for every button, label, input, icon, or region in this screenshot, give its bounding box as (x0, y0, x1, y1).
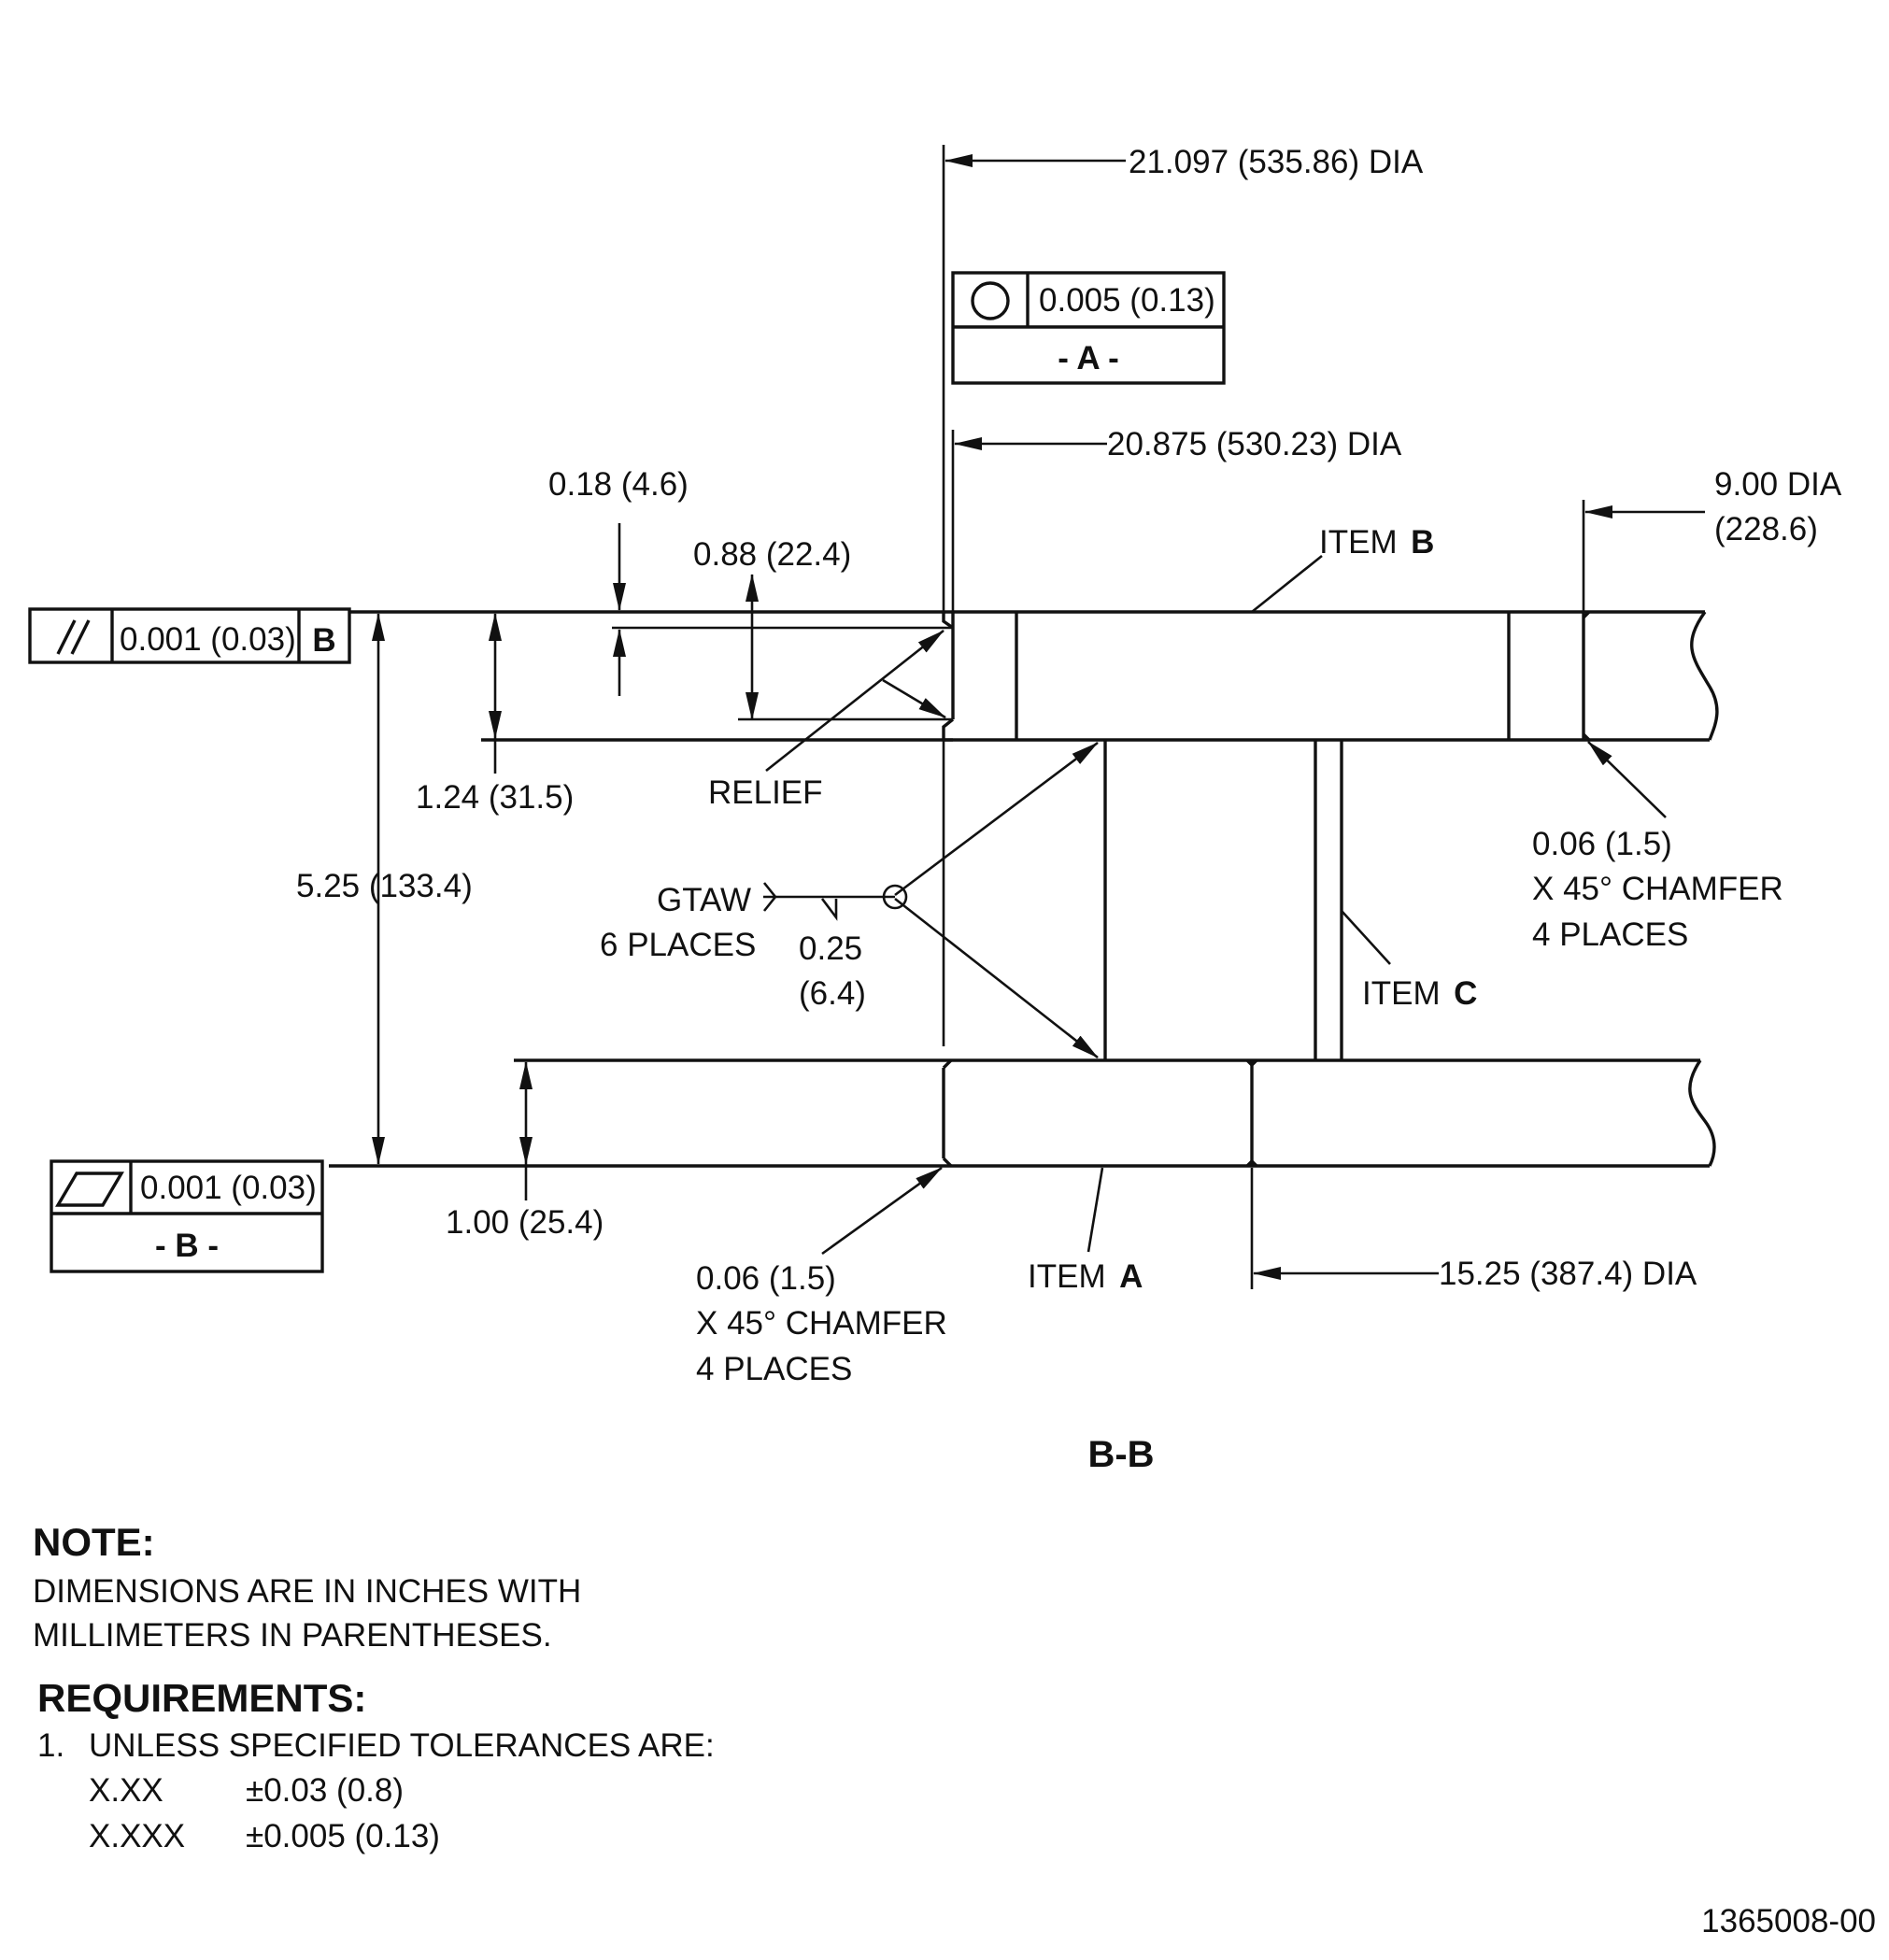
dim-100: 1.00 (25.4) (446, 1204, 604, 1241)
weld-symbol (762, 882, 908, 921)
requirements-heading: REQUIREMENTS: (37, 1676, 366, 1720)
item-a-label: ITEM A (1028, 1258, 1143, 1295)
item-labels: ITEM B ITEM C ITEM A (1028, 524, 1477, 1295)
item-a-plate (329, 1058, 1716, 1168)
parallelism-fcf: 0.001 (0.03) B (28, 607, 351, 664)
weld-size: 0.25 (799, 930, 862, 967)
item-9-shaft-top (1582, 610, 1719, 742)
circularity-fcf: 0.005 (0.13) - A - (951, 271, 1226, 385)
dim-088: 0.88 (22.4) (693, 536, 851, 573)
item-c-label: ITEM C (1362, 975, 1477, 1012)
dim-20875-dia: 20.875 (530.23) DIA (1107, 426, 1402, 462)
dim-124: 1.24 (31.5) (416, 779, 574, 816)
note-line-2: MILLIMETERS IN PARENTHESES. (33, 1617, 552, 1654)
datum-b-label: - B - (155, 1228, 219, 1264)
chamfer-top-size: 0.06 (1.5) (1532, 826, 1672, 862)
item-c-ribs (1103, 740, 1343, 1060)
dim-900-dia: 9.00 DIA (1714, 466, 1842, 503)
chamfer-bottom-places: 4 PLACES (696, 1351, 852, 1387)
note-heading: NOTE: (33, 1520, 155, 1564)
tolerance-xxx-label: X.XXX (89, 1818, 185, 1854)
circularity-tolerance: 0.005 (0.13) (1039, 282, 1215, 319)
dim-21097-dia: 21.097 (535.86) DIA (1129, 144, 1424, 180)
requirement-number: 1. (37, 1727, 64, 1764)
chamfer-top-angle: X 45° CHAMFER (1532, 871, 1783, 907)
relief-label: RELIEF (708, 774, 823, 811)
gtaw-places: 6 PLACES (600, 927, 756, 963)
chamfer-top-places: 4 PLACES (1532, 916, 1688, 953)
extension-lines (612, 145, 1585, 1289)
flatness-fcf: 0.001 (0.03) - B - (50, 1159, 324, 1273)
notes-block: NOTE: DIMENSIONS ARE IN INCHES WITH MILL… (33, 1520, 715, 1854)
parallelism-icon (56, 619, 91, 655)
dim-1525-dia: 15.25 (387.4) DIA (1439, 1256, 1697, 1292)
tolerance-xx-value: ±0.03 (0.8) (246, 1772, 404, 1809)
drawing-number: 1365008-00 (1701, 1903, 1876, 1939)
item-b-plate (350, 610, 1584, 742)
parallelism-datum: B (312, 622, 335, 659)
dimension-text: 21.097 (535.86) DIA 20.875 (530.23) DIA … (296, 144, 1842, 1387)
dim-525: 5.25 (133.4) (296, 868, 473, 904)
item-b-label: ITEM B (1319, 524, 1434, 561)
weld-size-mm: (6.4) (799, 975, 866, 1012)
dim-900-mm: (228.6) (1714, 511, 1818, 547)
parallelism-tolerance: 0.001 (0.03) (120, 621, 296, 658)
datum-a-label: - A - (1058, 340, 1118, 376)
circularity-icon (971, 281, 1010, 320)
gtaw-label: GTAW (657, 882, 751, 918)
dimension-lines (372, 154, 1705, 1280)
tolerance-xx-label: X.XX (89, 1772, 163, 1809)
chamfer-bottom-size: 0.06 (1.5) (696, 1260, 836, 1297)
dim-018: 0.18 (4.6) (548, 466, 689, 503)
flatness-tolerance: 0.001 (0.03) (140, 1170, 317, 1206)
chamfer-bottom-angle: X 45° CHAMFER (696, 1305, 947, 1342)
requirement-line-1: UNLESS SPECIFIED TOLERANCES ARE: (89, 1727, 715, 1764)
flatness-icon (55, 1172, 124, 1207)
tolerance-xxx-value: ±0.005 (0.13) (246, 1818, 440, 1854)
note-line-1: DIMENSIONS ARE IN INCHES WITH (33, 1573, 581, 1610)
section-label: B-B (1087, 1434, 1154, 1475)
